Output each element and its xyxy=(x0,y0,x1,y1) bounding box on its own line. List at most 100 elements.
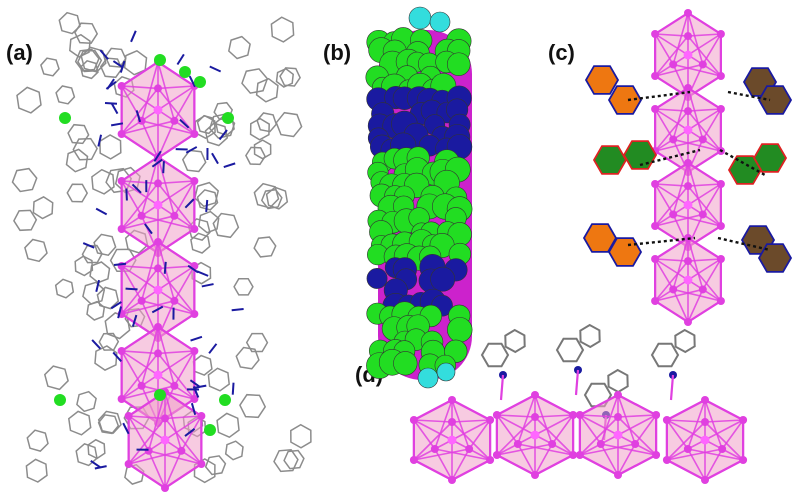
metal-atom xyxy=(194,76,206,88)
cage-vertex xyxy=(486,416,495,424)
ligand-ring xyxy=(43,365,69,391)
ligand-ring xyxy=(290,423,312,449)
ligand-ring xyxy=(74,255,94,277)
cage-bond xyxy=(579,416,619,456)
panel-d-structure xyxy=(409,323,748,484)
cage-center xyxy=(153,370,163,380)
nitrogen-bond xyxy=(90,459,102,469)
nitrogen-bond xyxy=(99,49,109,60)
cage-bond xyxy=(634,414,657,445)
cage-bond xyxy=(141,120,195,135)
cage-bond xyxy=(702,183,722,215)
nitrogen-bond xyxy=(188,75,196,88)
cage-bond xyxy=(672,33,722,66)
cage-vertex xyxy=(701,396,709,404)
cage-bond xyxy=(654,35,689,77)
nitrogen-bond xyxy=(153,150,162,162)
cage-bond xyxy=(702,33,722,65)
cage-bond xyxy=(451,448,470,481)
ligand-ring xyxy=(275,67,294,88)
cage-bond xyxy=(157,180,195,185)
cage-bond xyxy=(128,415,182,452)
panel-label-b: (b) xyxy=(323,40,352,65)
panel-label-a: (a) xyxy=(6,40,33,65)
cage-bond xyxy=(687,183,721,187)
cage-bond xyxy=(687,448,706,481)
stacking-interaction xyxy=(727,90,771,102)
panel-b-spheres xyxy=(365,6,473,389)
metal-atom xyxy=(59,112,71,124)
cage-vertex xyxy=(596,440,605,448)
cage-bond xyxy=(128,417,166,465)
cage-center xyxy=(153,200,163,210)
cage-vertex xyxy=(669,135,678,144)
cage-bond xyxy=(579,414,636,445)
metal-atom xyxy=(54,394,66,406)
cage-bond xyxy=(413,419,470,450)
ligand-ring xyxy=(239,393,267,419)
cage-bond xyxy=(672,183,722,216)
cage-edge xyxy=(451,459,491,481)
cage-edge xyxy=(654,87,689,110)
cage-vertex xyxy=(448,396,456,404)
cage-edge xyxy=(413,459,453,481)
ligand-ring xyxy=(260,188,283,210)
ligand-ring xyxy=(11,167,38,193)
cage-vertex xyxy=(117,130,126,138)
cage-bond xyxy=(654,33,674,65)
nitrogen-bond xyxy=(163,261,167,274)
ligand-ring xyxy=(480,342,510,368)
cage-bond xyxy=(121,350,175,387)
nitrogen-bond xyxy=(131,314,138,327)
ligand-link xyxy=(499,374,505,401)
cage-bond xyxy=(517,414,574,445)
cage-bond xyxy=(687,162,704,215)
ligand-ring xyxy=(89,261,111,284)
ligand-ring xyxy=(96,286,120,310)
cage-bond xyxy=(434,399,453,450)
cage-edge xyxy=(654,162,689,185)
stacking-ring xyxy=(757,243,793,273)
cage-vertex xyxy=(492,451,501,459)
cage-vertex xyxy=(137,211,146,220)
nitrogen-bond xyxy=(104,102,118,105)
cage-bond xyxy=(673,213,722,227)
cage-bond xyxy=(451,421,491,461)
cage-vertex xyxy=(684,84,692,92)
cage-bond xyxy=(517,443,536,476)
cage-center xyxy=(613,430,623,440)
cage-bond xyxy=(120,350,143,387)
ligand-ring xyxy=(270,16,295,43)
cage-bond xyxy=(654,288,703,302)
cage-vertex xyxy=(117,395,126,403)
cage-edge xyxy=(687,237,722,260)
ligand-ring xyxy=(273,449,299,473)
nitrogen-bond xyxy=(105,80,117,90)
metal-atom xyxy=(204,424,216,436)
cage-edge xyxy=(128,463,166,489)
nitrogen-bond xyxy=(208,343,218,354)
ligand-ring xyxy=(283,449,305,470)
ligand-ring xyxy=(94,345,118,371)
ligand-ring xyxy=(97,414,120,435)
cage-bond xyxy=(673,138,722,152)
ligand-ring xyxy=(87,438,106,460)
nitrogen-bond xyxy=(185,146,198,154)
cage-bond xyxy=(672,162,689,215)
ligand-ring xyxy=(607,368,629,394)
nitrogen-bond xyxy=(209,65,222,73)
cage-bond xyxy=(496,414,536,418)
nitrogen-bond xyxy=(187,264,199,274)
cluster-cage-1 xyxy=(409,396,495,484)
stacking-ring xyxy=(607,237,643,267)
cage-bond xyxy=(702,108,722,140)
panel-c-rings xyxy=(582,65,793,273)
stacking-interaction xyxy=(627,236,696,247)
cage-bond xyxy=(655,258,689,262)
cage-edge xyxy=(654,237,689,260)
cage-bond xyxy=(157,267,195,315)
ligand-ring xyxy=(279,67,301,87)
cage-bond xyxy=(721,419,744,450)
cage-bond xyxy=(121,352,159,400)
cage-vertex xyxy=(170,381,179,390)
